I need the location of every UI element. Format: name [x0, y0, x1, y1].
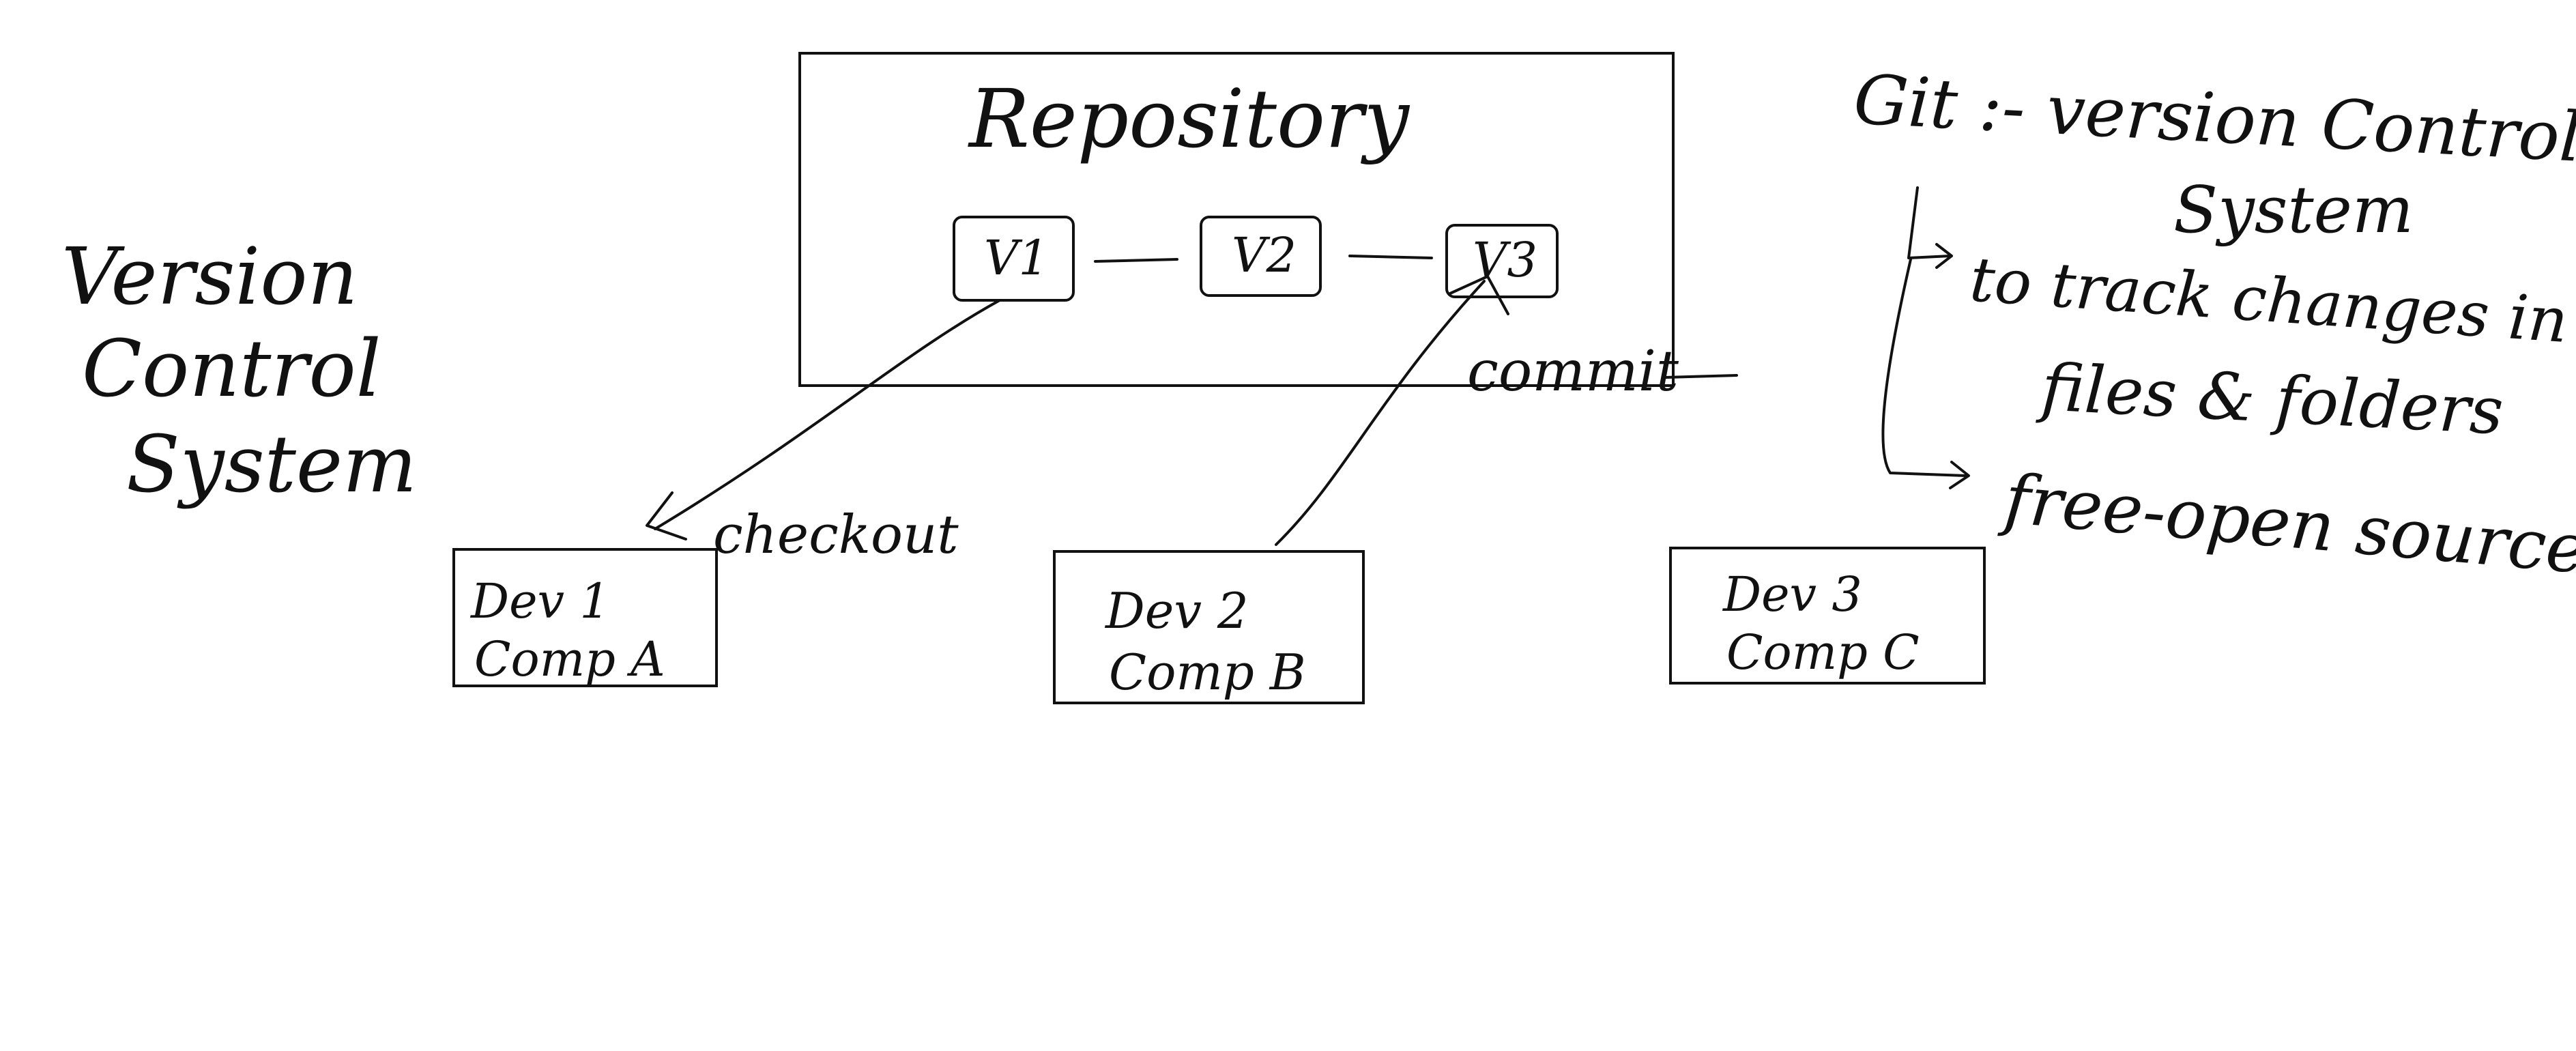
dev-3-line1: Dev 3: [1722, 566, 1862, 622]
version-box-v3: [1445, 224, 1559, 298]
checkout-arrow: [654, 299, 1001, 530]
bullet-arrowhead-2: [1949, 461, 1970, 489]
repository-box: [798, 52, 1675, 387]
checkout-arrowhead: [646, 491, 687, 541]
dev-1-line2: Comp A: [474, 631, 665, 687]
dev-box-1: [452, 548, 718, 687]
bullet1-line1: to track changes in: [1967, 244, 2570, 357]
bullet2-text: free-open source: [1997, 459, 2576, 590]
left-title-line2: Control: [82, 323, 381, 415]
left-title: Version Control System: [61, 231, 417, 510]
connector-v2-v3: [1348, 255, 1433, 259]
version-label-v2: V2: [1232, 227, 1297, 283]
git-notes-title-line2: System: [2173, 173, 2414, 248]
left-title-line3: System: [126, 419, 417, 510]
left-title-line1: Version: [61, 231, 358, 323]
bullet1-line2: files & folders: [2036, 350, 2505, 450]
version-box-v2: [1200, 216, 1322, 297]
dev-2-line2: Comp B: [1109, 644, 1306, 701]
dev-box-2: [1053, 550, 1365, 704]
commit-arrowhead: [1449, 275, 1509, 315]
version-box-v1: [953, 216, 1075, 302]
git-notes-title: Git :- version Control: [1852, 59, 2576, 177]
checkout-label: checkout: [713, 504, 959, 566]
version-label-v1: V1: [984, 230, 1049, 286]
dev-2-line1: Dev 2: [1104, 582, 1249, 639]
commit-arrow: [1275, 280, 1486, 546]
git-notes: Git :- version Control System to track c…: [1852, 59, 2576, 589]
dev-box-3: [1669, 547, 1986, 685]
commit-underline: [1664, 374, 1738, 379]
commit-label: commit: [1467, 339, 1679, 404]
dev-1-line1: Dev 1: [469, 573, 610, 629]
repository-title: Repository: [968, 72, 1410, 166]
dev-3-line2: Comp C: [1726, 624, 1920, 680]
bullet-arrowhead-1: [1935, 243, 1953, 269]
bullet-arrow-2: [1881, 258, 1967, 477]
connector-v1-v2: [1094, 258, 1178, 263]
bullet-arrow-1: [1907, 186, 1952, 259]
